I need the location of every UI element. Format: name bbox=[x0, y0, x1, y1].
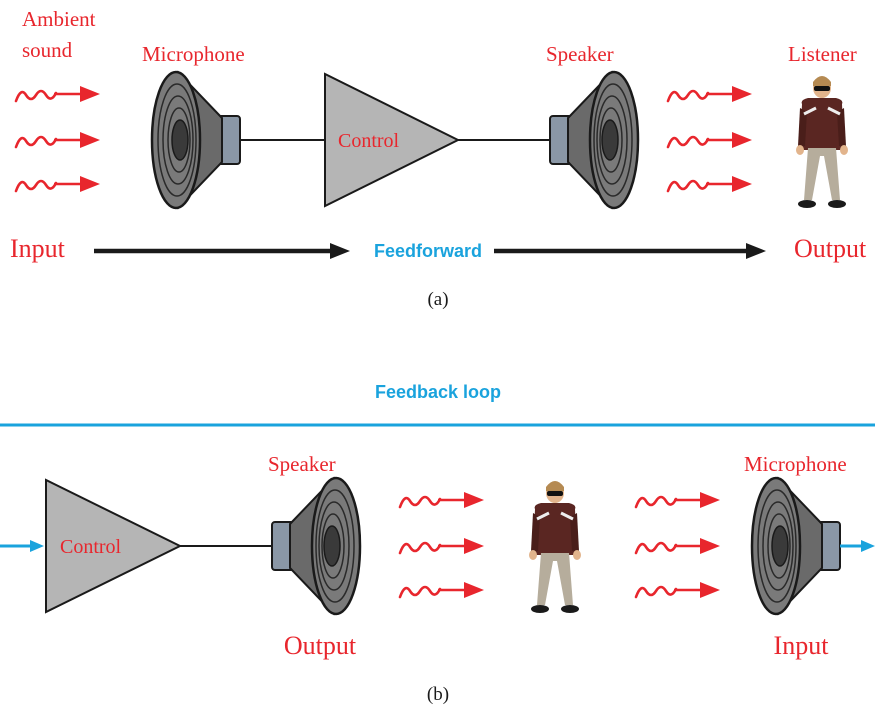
feedback-loop-label: Feedback loop bbox=[375, 382, 501, 402]
panel-a: Ambient sound Microphone Speaker Listene… bbox=[10, 7, 867, 310]
flow-arrowhead bbox=[330, 243, 350, 259]
sound-wave-icon bbox=[398, 536, 486, 556]
control-label-b: Control bbox=[60, 536, 122, 558]
speaker-loudspeaker-icon bbox=[272, 478, 360, 614]
sound-wave-icon bbox=[666, 84, 754, 104]
feedback-input-arrowhead bbox=[30, 540, 44, 552]
panel-b: Feedback loop Speaker Microphone Control… bbox=[0, 382, 875, 705]
feedback-output-arrowhead bbox=[861, 540, 875, 552]
sound-wave-icon bbox=[666, 174, 754, 194]
feedforward-label: Feedforward bbox=[374, 241, 482, 261]
ambient-sound-label-line2: sound bbox=[22, 38, 73, 62]
listener-person-icon bbox=[794, 74, 850, 210]
speaker-label-a: Speaker bbox=[546, 42, 614, 66]
sound-wave-icon bbox=[14, 130, 102, 150]
listener-label: Listener bbox=[788, 42, 857, 66]
sound-wave-icon bbox=[14, 174, 102, 194]
microphone-loudspeaker-icon bbox=[750, 476, 842, 616]
sound-wave-icon bbox=[634, 580, 722, 600]
microphone-loudspeaker-icon bbox=[150, 70, 242, 210]
control-label-a: Control bbox=[338, 130, 400, 152]
sound-wave-icon bbox=[634, 536, 722, 556]
control-amplifier bbox=[45, 478, 183, 614]
output-label-b: Output bbox=[284, 631, 357, 660]
sound-wave-icon bbox=[666, 130, 754, 150]
output-label-a: Output bbox=[794, 234, 867, 263]
sound-wave-icon bbox=[398, 580, 486, 600]
control-amplifier bbox=[324, 72, 461, 208]
input-label-a: Input bbox=[10, 234, 66, 263]
speaker-label-b: Speaker bbox=[268, 452, 336, 476]
flow-arrowhead bbox=[746, 243, 766, 259]
sound-wave-icon bbox=[398, 490, 486, 510]
sound-wave-icon bbox=[14, 84, 102, 104]
listener-person-icon bbox=[527, 479, 583, 615]
sound-wave-icon bbox=[634, 490, 722, 510]
speaker-loudspeaker-icon bbox=[550, 72, 638, 208]
input-label-b: Input bbox=[774, 631, 830, 660]
caption-a: (a) bbox=[427, 289, 448, 310]
microphone-label-b: Microphone bbox=[744, 452, 847, 476]
caption-b: (b) bbox=[427, 684, 449, 705]
microphone-label-a: Microphone bbox=[142, 42, 245, 66]
ambient-sound-label-line1: Ambient bbox=[22, 7, 96, 31]
